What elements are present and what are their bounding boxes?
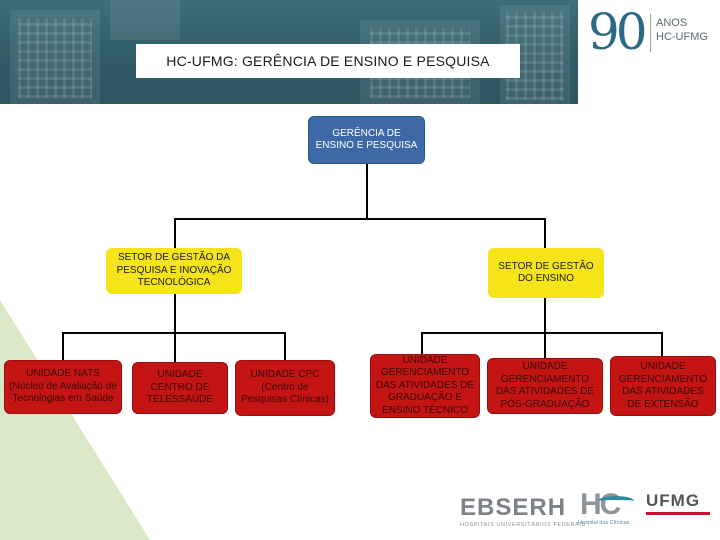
org-unit-telessaude: UNIDADE CENTRO DE TELESSAÚDE	[132, 362, 228, 414]
ebserh-wordmark: EBSERH	[460, 494, 567, 521]
org-unit-label: UNIDADE CPC (Centro de Pesquisas Clínica…	[241, 369, 329, 406]
anniversary-text: ANOS HC-UFMG	[656, 16, 708, 44]
connector-right-sector-down	[544, 297, 546, 333]
ufmg-red-bar	[646, 512, 710, 515]
org-sector-teaching: SETOR DE GESTÃO DO ENSINO	[488, 248, 604, 298]
logo-divider	[650, 14, 651, 52]
org-unit-cpc: UNIDADE CPC (Centro de Pesquisas Clínica…	[235, 360, 335, 416]
org-unit-pos-graduacao: UNIDADE GERENCIAMENTO DAS ATIVIDADES DE …	[487, 358, 603, 414]
ebserh-logo: EBSERH HOSPITAIS UNIVERSITÁRIOS FEDERAIS	[460, 494, 586, 529]
page-title-band: HC-UFMG: GERÊNCIA DE ENSINO E PESQUISA	[136, 44, 520, 78]
connector-root-down	[366, 163, 368, 219]
ufmg-logo: UFMG	[646, 492, 710, 515]
ebserh-subtitle: HOSPITAIS UNIVERSITÁRIOS FEDERAIS	[460, 522, 586, 528]
header-banner: HC-UFMG: GERÊNCIA DE ENSINO E PESQUISA 9…	[0, 0, 720, 104]
org-root-box: GERÊNCIA DE ENSINO E PESQUISA	[308, 116, 425, 164]
connector-right-units-bar	[421, 332, 663, 334]
connector-unit-5	[544, 332, 546, 358]
connector-unit-4	[421, 332, 423, 354]
hc-logo: HC Hospital das Clínicas	[578, 490, 638, 530]
org-unit-label: UNIDADE GERENCIAMENTO DAS ATIVIDADES DE …	[375, 354, 475, 416]
org-sector-label: SETOR DE GESTÃO DO ENSINO	[498, 260, 594, 285]
org-root-label: GERÊNCIA DE ENSINO E PESQUISA	[315, 127, 418, 152]
anniversary-text-2: HC-UFMG	[656, 31, 708, 43]
connector-left-sector-down	[174, 293, 176, 333]
org-unit-label: UNIDADE CENTRO DE TELESSAÚDE	[146, 369, 214, 406]
hc-swoosh-icon	[598, 496, 634, 506]
org-unit-label: UNIDADE GERENCIAMENTO DAS ATIVIDADES DE …	[618, 361, 708, 410]
anniversary-logo: 90 ANOS HC-UFMG	[578, 0, 720, 104]
org-unit-nats: UNIDADE NATS (Núcleo de Avaliação de Tec…	[4, 360, 122, 414]
org-sector-research: SETOR DE GESTÃO DA PESQUISA E INOVAÇÃO T…	[106, 248, 242, 294]
org-sector-label: SETOR DE GESTÃO DA PESQUISA E INOVAÇÃO T…	[116, 252, 232, 289]
connector-sector-bar	[174, 218, 546, 220]
org-unit-label: UNIDADE GERENCIAMENTO DAS ATIVIDADES DE …	[495, 361, 595, 410]
ufmg-wordmark: UFMG	[646, 491, 701, 510]
decorative-triangle	[0, 300, 150, 540]
page-title: HC-UFMG: GERÊNCIA DE ENSINO E PESQUISA	[166, 53, 490, 69]
org-unit-extensao: UNIDADE GERENCIAMENTO DAS ATIVIDADES DE …	[610, 356, 716, 416]
org-unit-graduacao: UNIDADE GERENCIAMENTO DAS ATIVIDADES DE …	[370, 354, 480, 418]
connector-unit-1	[62, 332, 64, 360]
connector-unit-6	[661, 332, 663, 356]
anniversary-text-1: ANOS	[656, 17, 688, 29]
connector-sector-left	[174, 218, 176, 250]
org-unit-label: UNIDADE NATS (Núcleo de Avaliação de Tec…	[9, 368, 117, 405]
anniversary-number: 90	[588, 3, 648, 61]
connector-unit-3	[284, 332, 286, 360]
connector-unit-2	[174, 332, 176, 362]
hc-caption: Hospital das Clínicas	[578, 520, 630, 526]
connector-sector-right	[544, 218, 546, 250]
